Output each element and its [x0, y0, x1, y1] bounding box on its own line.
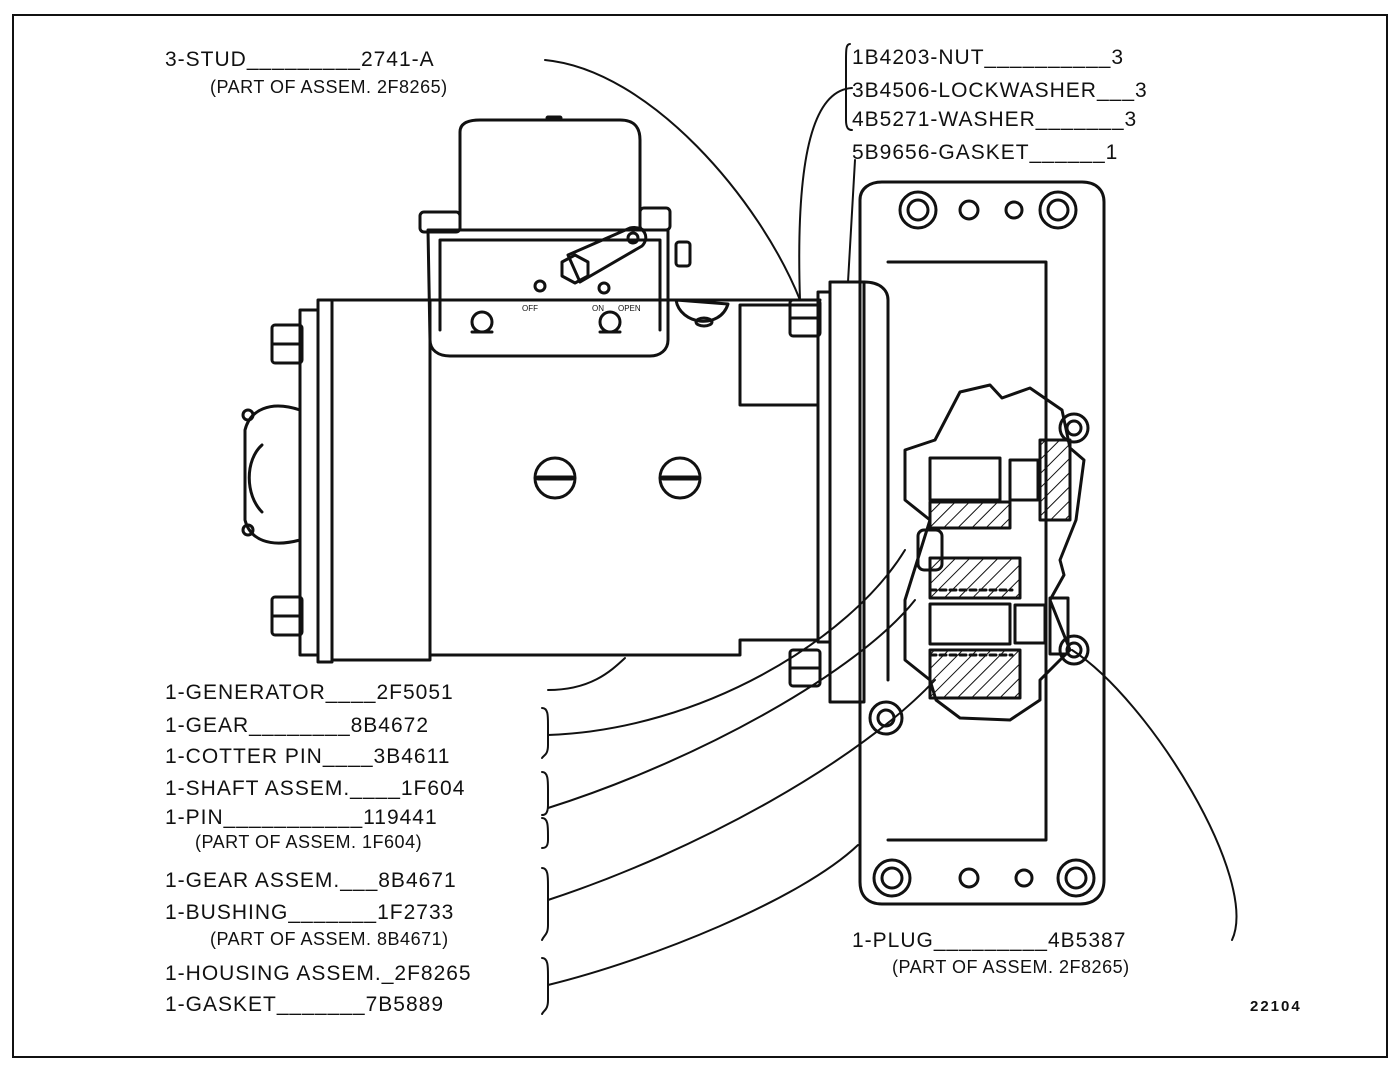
label-washer: 4B5271-WASHER_______3	[852, 108, 1138, 131]
label-bushing-note: (PART OF ASSEM. 8B4671)	[210, 929, 449, 949]
label-nut: 1B4203-NUT__________3	[852, 46, 1125, 69]
label-gear: 1-GEAR________8B4672	[165, 714, 430, 737]
label-plug-note: (PART OF ASSEM. 2F8265)	[892, 957, 1130, 977]
switch-label-off: OFF	[522, 304, 538, 313]
figure-number: 22104	[1250, 998, 1302, 1015]
leader-lines	[544, 59, 1238, 986]
label-shaft-assem: 1-SHAFT ASSEM.____1F604	[165, 777, 466, 800]
label-pin-note: (PART OF ASSEM. 1F604)	[195, 832, 423, 852]
label-stud-note: (PART OF ASSEM. 2F8265)	[210, 77, 448, 97]
label-plug: 1-PLUG_________4B5387	[852, 929, 1127, 952]
label-cotter-pin: 1-COTTER PIN____3B4611	[165, 745, 451, 768]
switch-box	[418, 115, 730, 358]
switch-label-on: ON	[592, 304, 604, 313]
label-gasket-bottom: 1-GASKET_______7B5889	[165, 993, 445, 1016]
label-lockwasher: 3B4506-LOCKWASHER___3	[852, 79, 1148, 102]
end-cap	[241, 298, 334, 664]
gear-cutaway	[903, 383, 1086, 722]
label-generator: 1-GENERATOR____2F5051	[165, 681, 454, 704]
label-gear-assem: 1-GEAR ASSEM.___8B4671	[165, 869, 457, 892]
label-bushing: 1-BUSHING_______1F2733	[165, 901, 455, 924]
generator-body	[330, 298, 822, 662]
housing-plate	[858, 180, 1106, 906]
figure-border	[12, 14, 1388, 1058]
label-brackets	[541, 43, 853, 1015]
label-gasket-top: 5B9656-GASKET______1	[852, 141, 1119, 164]
left-bolts	[270, 323, 304, 637]
label-housing-assem: 1-HOUSING ASSEM._2F8265	[165, 962, 472, 985]
switch-label-open: OPEN	[618, 304, 641, 313]
label-pin: 1-PIN___________119441	[165, 806, 438, 829]
label-stud: 3-STUD_________2741-A	[165, 48, 435, 71]
